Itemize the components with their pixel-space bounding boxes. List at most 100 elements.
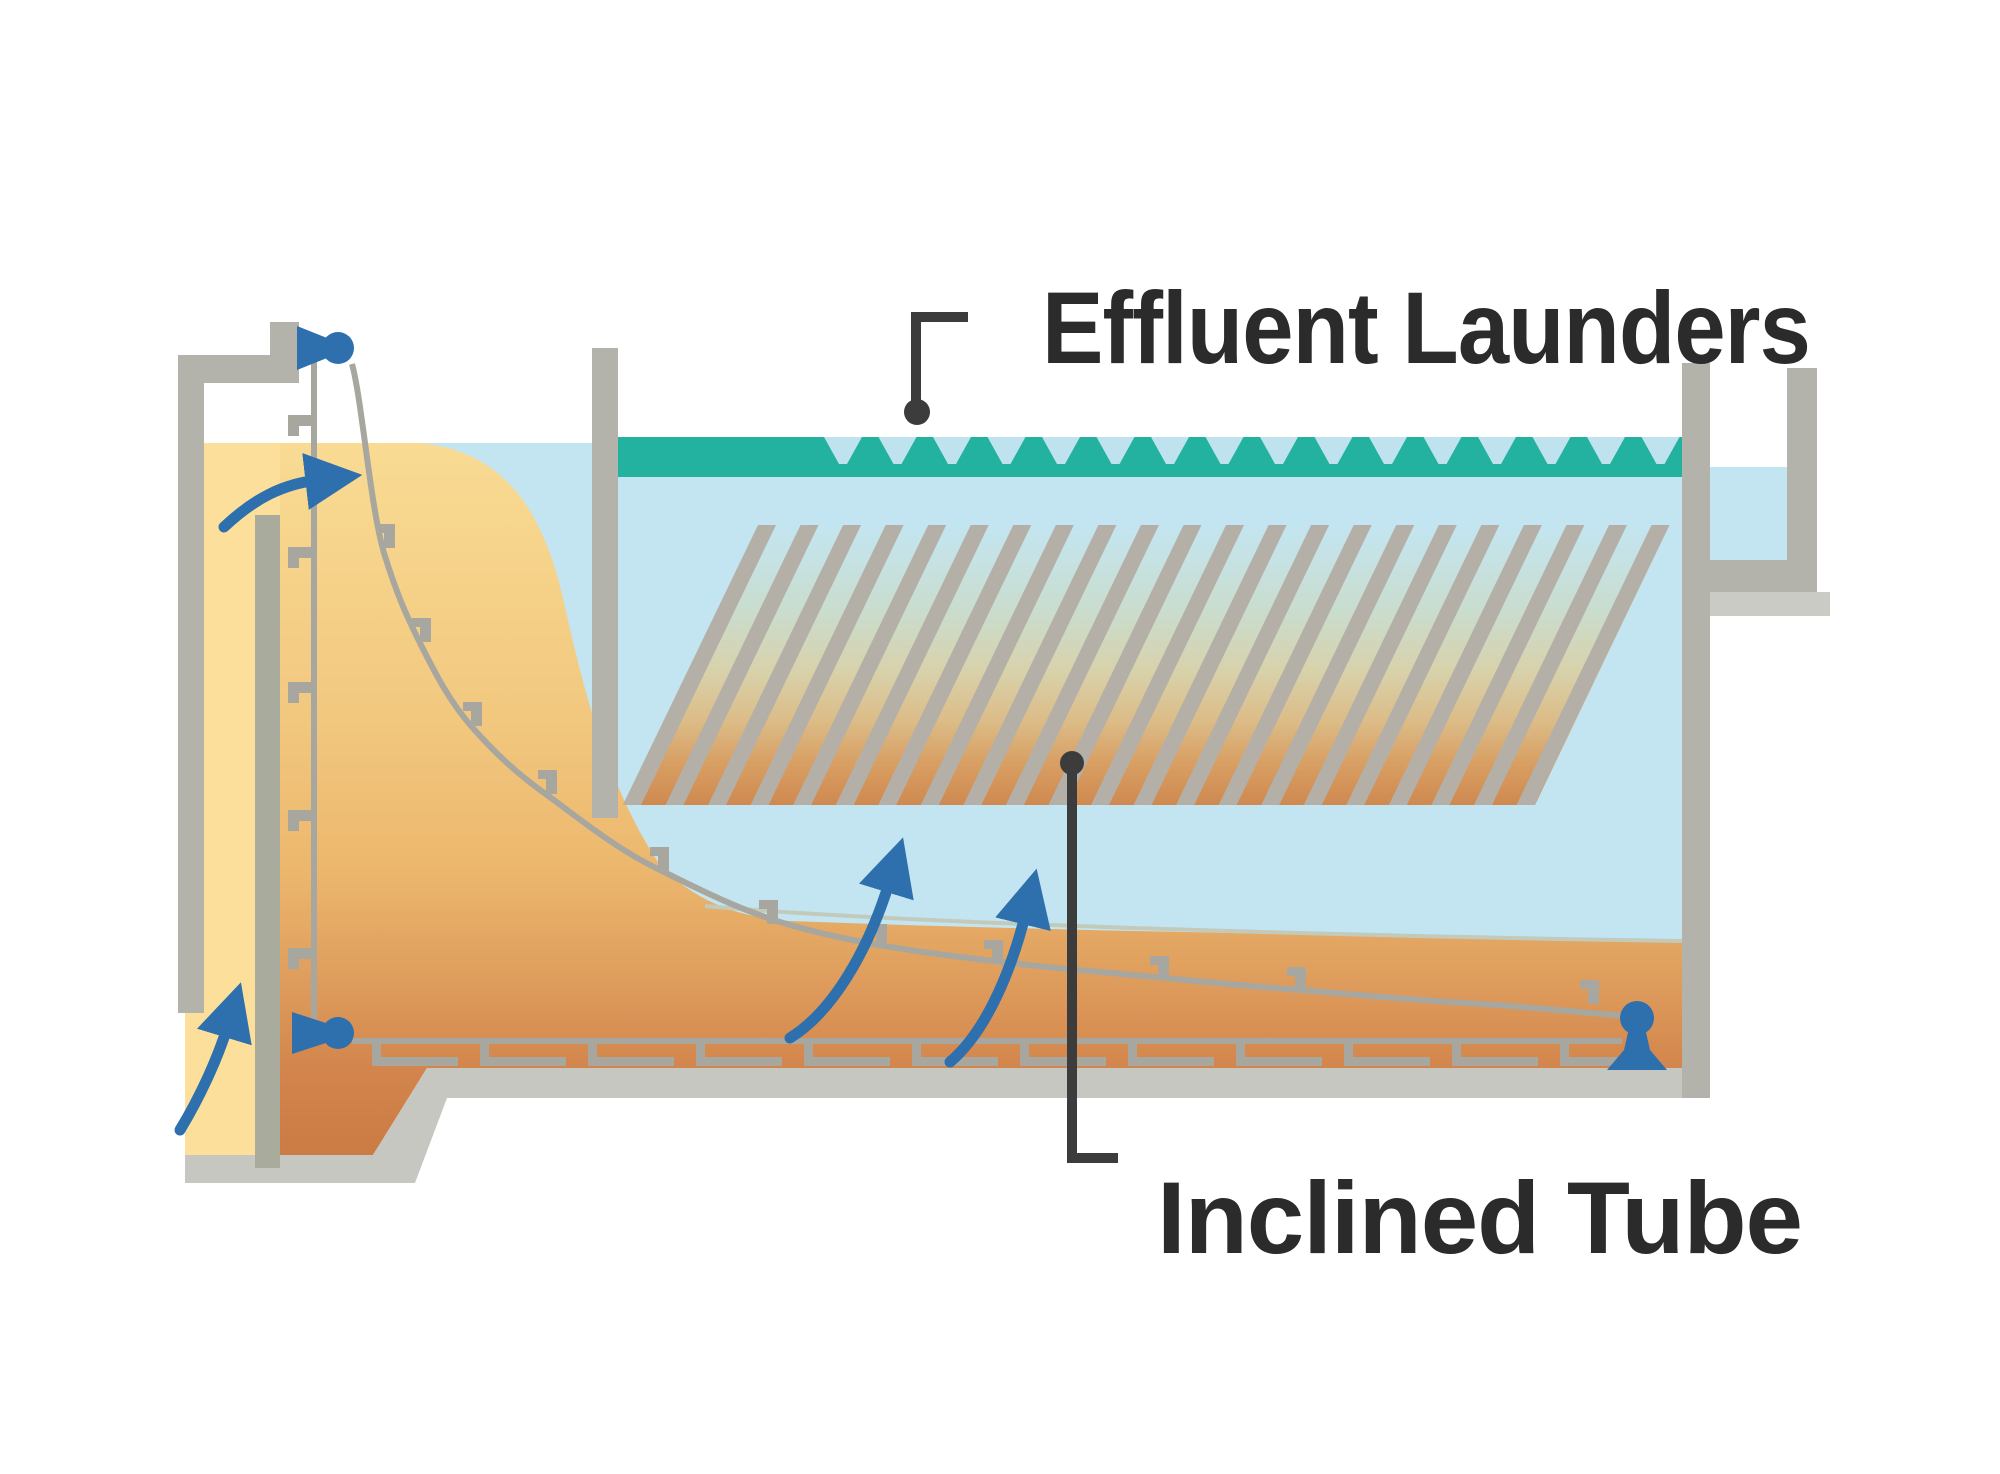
callouts	[904, 312, 1118, 1163]
weir-notch	[987, 437, 1026, 464]
weir-notch	[1587, 437, 1625, 464]
chain-flight	[384, 524, 395, 548]
sprocket-top-left	[322, 332, 354, 364]
floor-flight-stub	[1020, 1044, 1029, 1064]
tube-stripe	[665, 525, 819, 805]
upflow-arrow-left	[784, 837, 914, 1044]
chain-flight-step	[412, 618, 420, 627]
inlet-top-bar	[178, 355, 299, 383]
effluent-launder-weir	[617, 437, 1682, 477]
floor-flight-board	[480, 1057, 566, 1066]
tube-stripe	[878, 525, 1032, 805]
floor-flight-stub	[1560, 1044, 1569, 1064]
tube-stripe	[1346, 525, 1500, 805]
weir-notch	[1096, 437, 1135, 464]
weir-notch	[1151, 437, 1189, 464]
chain-flight-step	[463, 702, 471, 711]
effluent-launders-label: Effluent Launders	[1042, 271, 1810, 385]
curve-flights	[376, 524, 1599, 1004]
chain-flight	[471, 702, 482, 726]
inclined-tube-callout-dot	[1060, 751, 1084, 775]
floor-flight-stub	[372, 1044, 381, 1064]
tube-stripe	[1133, 525, 1287, 805]
left-outer-wall	[178, 355, 204, 1013]
tube-stripe	[1218, 525, 1372, 805]
floor-flight-stub	[480, 1044, 489, 1064]
sprocket-cone-top-left	[297, 326, 332, 370]
chain-flight	[658, 847, 669, 871]
inlet-up-arrow	[174, 982, 252, 1136]
inlet-top-stub	[270, 322, 299, 358]
floor-flight-board	[1128, 1057, 1214, 1066]
inlet-baffle-wall	[592, 348, 618, 818]
sludge-interface-line	[704, 904, 1683, 943]
outlet-box-underhang	[1710, 592, 1830, 616]
chain-flight	[288, 948, 314, 959]
floor-flight-board	[804, 1057, 890, 1066]
floor-flight-stub	[588, 1044, 597, 1064]
chain-flight	[876, 924, 887, 948]
weir-notch	[1423, 437, 1462, 464]
tube-stripes	[622, 525, 1670, 805]
chain-flight-step	[288, 821, 299, 831]
inclined-tube-bundle	[622, 525, 1670, 805]
chain-flight-step	[1580, 980, 1588, 989]
floor-flight-stub	[912, 1044, 921, 1064]
weir-notch	[933, 437, 971, 464]
flow-arrows	[174, 453, 1051, 1136]
tube-stripe	[1388, 525, 1542, 805]
effluent-launders-callout-line	[911, 312, 968, 401]
weir-notch	[1042, 437, 1080, 464]
tube-stripe	[1090, 525, 1245, 805]
right-wall	[1682, 363, 1710, 1098]
chain-flight	[420, 618, 431, 642]
chain-flight-step	[650, 847, 658, 856]
chain-flight-step	[1150, 956, 1158, 965]
weir-notch	[1641, 437, 1680, 464]
inlet-inner-wall	[255, 515, 280, 1168]
weir-notch	[878, 437, 917, 464]
weir-notch	[1478, 437, 1516, 464]
tube-stripe	[793, 525, 947, 805]
sprocket-bottom-right	[1620, 1001, 1654, 1035]
floor-flight-stub	[1344, 1044, 1353, 1064]
weir-notch	[1205, 437, 1244, 464]
sprocket-cone-bottom-left	[292, 1012, 332, 1054]
tube-stripe	[1473, 525, 1627, 805]
floor-flight-board	[696, 1057, 782, 1066]
floor-flight-board	[1560, 1057, 1646, 1066]
tube-stripe	[1005, 525, 1159, 805]
upflow-arrow-right	[944, 868, 1051, 1068]
weir-bar	[617, 437, 1682, 477]
floor-flight-board	[1236, 1057, 1322, 1066]
tank-floor	[185, 1068, 1710, 1183]
chain-flight	[1158, 956, 1169, 980]
sprocket-base-bottom-right	[1607, 1028, 1667, 1070]
weir-notch	[1532, 437, 1571, 464]
floor-flight-stub	[696, 1044, 705, 1064]
chain-flight	[1295, 967, 1306, 991]
chain-flight	[992, 940, 1003, 964]
chain-flight-step	[288, 959, 299, 969]
water-effluent-channel	[1710, 467, 1787, 577]
chain-flight	[288, 682, 314, 693]
chain-flight	[288, 415, 314, 426]
floor-flight-board	[1020, 1057, 1106, 1066]
weir-notch	[1314, 437, 1353, 464]
floor-flight-stub	[1128, 1044, 1137, 1064]
floor-flight-board	[588, 1057, 674, 1066]
chain-flight	[767, 900, 778, 924]
floor-flight-stub	[1236, 1044, 1245, 1064]
tube-stripe	[1048, 525, 1202, 805]
chain-flight	[1588, 980, 1599, 1004]
weir-notch	[1369, 437, 1407, 464]
tube-stripe	[835, 525, 989, 805]
floor-flight-stub	[1452, 1044, 1461, 1064]
floor-flight-board	[1452, 1057, 1538, 1066]
chain-flight-step	[538, 770, 546, 779]
outlet-box-outer-wall	[1787, 368, 1817, 592]
weir-notches	[824, 437, 1680, 464]
tube-stripe	[708, 525, 862, 805]
chain-flight-step	[288, 558, 299, 568]
